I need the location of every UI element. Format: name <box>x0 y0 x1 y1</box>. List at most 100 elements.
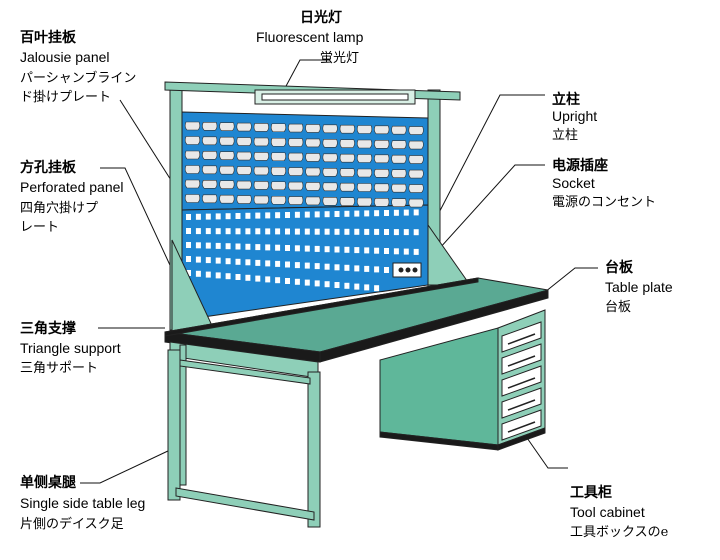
panel-hole <box>314 245 320 252</box>
panel-hole <box>364 265 370 272</box>
panel-hole <box>294 228 300 235</box>
panel-hole <box>344 264 350 271</box>
drawer-handle <box>507 333 536 345</box>
louver-bin <box>391 198 407 207</box>
panel-hole <box>314 280 320 287</box>
panel-hole <box>374 228 380 235</box>
louver-bin <box>253 181 269 190</box>
panel-hole <box>186 214 191 220</box>
louver-bin <box>339 124 355 134</box>
louver-bin <box>270 195 287 205</box>
panel-hole <box>235 228 241 235</box>
cabinet-front <box>379 327 499 446</box>
fluorescent-lamp <box>254 89 416 105</box>
panel-hole <box>275 212 281 219</box>
panel-hole <box>235 243 241 250</box>
louver-bin <box>305 167 321 177</box>
louver-bin <box>374 125 390 135</box>
louver-bin <box>253 166 269 176</box>
panel-hole <box>225 273 231 280</box>
louver-bin <box>184 150 201 160</box>
perforated-jp2: レート <box>20 220 59 235</box>
louver-bin <box>253 195 269 205</box>
panel-hole <box>265 244 271 251</box>
louver-bin <box>322 168 338 177</box>
louver-bin <box>408 169 424 179</box>
table-right-edge <box>319 289 549 363</box>
panel-hole <box>205 257 211 264</box>
louver-bin <box>202 194 218 204</box>
louver-bin <box>288 138 304 147</box>
panel-hole <box>245 274 251 281</box>
louver-bin <box>219 180 235 189</box>
panel-hole <box>384 210 389 216</box>
louver-bin <box>408 126 424 135</box>
louver-bin <box>184 121 201 131</box>
panel-hole <box>294 211 300 218</box>
jalousie-louvers <box>184 121 424 208</box>
lamp-en: Fluorescent lamp <box>256 29 364 45</box>
panel-hole <box>285 228 290 235</box>
panel-hole <box>235 258 241 265</box>
panel-hole <box>384 229 389 235</box>
triangle-jp: 三角サポート <box>20 361 98 376</box>
leg-front-left <box>167 349 181 501</box>
louver-bin <box>236 180 252 190</box>
louver-bin <box>202 136 218 146</box>
louver-bin <box>408 155 424 164</box>
panel-hole <box>403 229 409 236</box>
panel-hole <box>195 270 201 277</box>
louver-bin <box>339 139 355 148</box>
panel-hole <box>294 278 300 285</box>
louver-bin <box>305 196 321 206</box>
louver-bin <box>184 165 201 174</box>
panel-hole <box>304 279 310 286</box>
louver-bin <box>236 166 252 175</box>
cabinet-drawer <box>501 387 542 419</box>
drawer-handle <box>507 377 536 389</box>
louver-bin <box>374 154 390 164</box>
panel-hole <box>205 213 211 220</box>
panel-hole <box>393 248 399 255</box>
lamp-cn: 日光灯 <box>300 9 342 26</box>
panel-hole <box>314 228 320 235</box>
louver-bin <box>305 153 321 162</box>
lamp-tube <box>261 93 409 101</box>
panel-hole <box>195 228 201 235</box>
louver-bin <box>356 168 373 178</box>
panel-hole <box>235 274 241 280</box>
drawer-handle <box>507 399 536 411</box>
right-triangle-support <box>427 223 471 286</box>
panel-hole <box>265 276 271 283</box>
louver-bin <box>391 140 407 149</box>
lamp-jp: 蛍光灯 <box>320 51 359 66</box>
panel-hole <box>384 267 389 273</box>
louver-bin <box>270 137 287 147</box>
panel-hole <box>304 228 310 235</box>
panel-hole <box>275 260 281 267</box>
panel-hole <box>255 212 261 219</box>
panel-hole <box>255 275 261 282</box>
socket-hole-3 <box>412 267 418 273</box>
panel-hole <box>314 263 320 270</box>
socket-jp: 電源のコンセント <box>552 195 656 210</box>
triangle-supports <box>171 223 471 333</box>
louver-bin <box>374 140 390 149</box>
single-side-table-leg <box>167 344 321 528</box>
panel-hole <box>354 228 360 235</box>
panel-hole <box>265 228 271 235</box>
louver-bin <box>288 123 304 133</box>
panel-hole <box>324 263 330 270</box>
drawer-handle <box>507 421 536 433</box>
louver-bin <box>288 152 304 162</box>
leg-front-right <box>307 371 321 528</box>
panel-hole <box>285 245 290 251</box>
panel-hole <box>403 248 409 255</box>
panel-hole <box>354 283 360 290</box>
panel-hole <box>374 210 380 217</box>
panel-hole <box>186 270 191 276</box>
louver-bin <box>219 194 235 204</box>
panel-hole <box>304 262 310 269</box>
panel-hole <box>215 242 221 249</box>
